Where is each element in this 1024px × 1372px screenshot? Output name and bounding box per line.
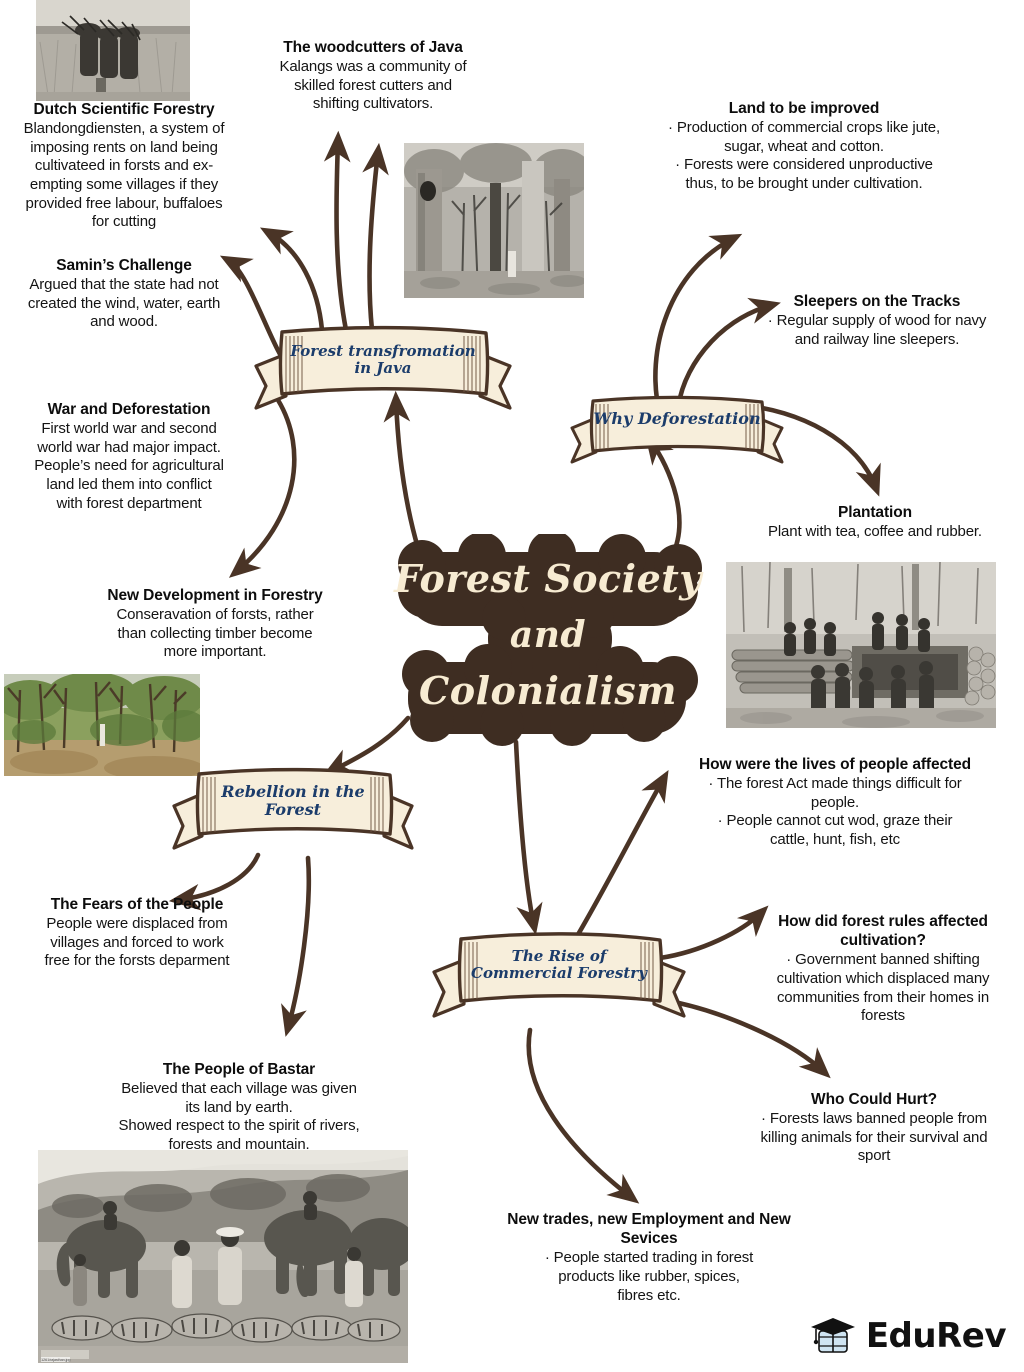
photo-tiger-hunt-elephants: 1261/rajasthan.jpg: [38, 1150, 408, 1363]
node-body: Believed that each village was given its…: [118, 1080, 360, 1153]
node-title: The People of Bastar: [162, 1061, 316, 1078]
node-plantation: Plantation Plant with tea, coffee and ru…: [740, 503, 1010, 542]
node-title: Dutch Scientific Forestry: [33, 101, 215, 118]
node-title: How were the lives of people affected: [699, 756, 971, 773]
node-new-trades-new-employment-and-new-sevices: New trades, new Employment and New Sevic…: [500, 1210, 798, 1305]
ribbon-shape: [254, 325, 512, 410]
node-title: Sleepers on the Tracks: [793, 293, 961, 310]
node-how-did-forest-rules-affected-cultivation: How did forest rules affected cultivatio…: [742, 912, 1024, 1026]
node-title: Plantation: [838, 504, 912, 521]
node-title: How did forest rules affected cultivatio…: [778, 913, 988, 950]
node-war-and-deforestation: War and Deforestation First world war an…: [0, 400, 258, 513]
node-body: People were displaced from villages and …: [44, 915, 230, 970]
logo-wordmark: EduRev: [865, 1316, 1007, 1356]
node-title: The woodcutters of Java: [283, 39, 463, 56]
photo-dry-deciduous-forest: [4, 674, 200, 776]
node-the-woodcutters-of-java: The woodcutters of Java Kalangs was a co…: [248, 38, 498, 114]
node-new-development-in-forestry: New Development in Forestry Conseravatio…: [70, 586, 360, 662]
title-blob-shape: [398, 534, 702, 746]
node-the-people-of-bastar: The People of Bastar Believed that each …: [84, 1060, 394, 1155]
photo-java-forest: [404, 143, 584, 298]
ribbon-shape: [172, 767, 414, 850]
graduation-cap-book-icon: [810, 1318, 855, 1353]
node-title: Samin’s Challenge: [56, 257, 192, 274]
photo-loggers-timber-train: [726, 562, 996, 728]
banner-the-rise-of-commercial-forestry[interactable]: The Rise of Commercial Forestry: [428, 930, 690, 1022]
page-title: Forest Society and Colonialism: [392, 534, 704, 746]
node-title: Who Could Hurt?: [811, 1091, 937, 1108]
banner-rebellion-in-the-forest[interactable]: Rebellion in the Forest: [168, 766, 418, 854]
edurev-logo[interactable]: EduRev: [810, 1314, 1007, 1358]
node-body: · The forest Act made things difficult f…: [708, 775, 962, 848]
node-body: First world war and second world war had…: [34, 420, 224, 512]
photo-source-caption: 1261/rajasthan.jpg: [41, 1357, 71, 1362]
node-title: Land to be improved: [728, 100, 880, 117]
node-body: Kalangs was a community of skilled fores…: [279, 58, 467, 113]
node-title: New Development in Forestry: [107, 587, 323, 604]
ribbon-shape: [570, 395, 784, 464]
banner-why-deforestation[interactable]: Why Deforestation: [566, 394, 788, 468]
node-how-were-the-lives-of-people-affected: How were the lives of people affected · …: [662, 755, 1008, 850]
node-body: · Forests laws banned people from killin…: [760, 1110, 988, 1165]
node-body: · Regular supply of wood for navy and ra…: [767, 312, 987, 348]
node-sleepers-on-the-tracks: Sleepers on the Tracks · Regular supply …: [734, 292, 1020, 349]
title-line-1: Forest Society: [394, 556, 702, 601]
title-line-3: Colonialism: [418, 668, 678, 713]
node-samins-challenge: Samin’s Challenge Argued that the state …: [0, 256, 248, 332]
photo-woodcutters-field: [36, 0, 190, 101]
node-land-to-be-improved: Land to be improved · Production of comm…: [614, 99, 994, 194]
node-title: War and Deforestation: [47, 401, 211, 418]
node-who-could-hurt: Who Could Hurt? · Forests laws banned pe…: [730, 1090, 1018, 1166]
node-body: · Government banned shifting cultivation…: [776, 951, 990, 1025]
banner-forest-transformation-in-java[interactable]: Forest transfromation in Java: [248, 324, 518, 414]
node-body: · People started trading in forest produ…: [544, 1249, 754, 1304]
node-title: The Fears of the People: [50, 896, 224, 913]
node-the-fears-of-the-people: The Fears of the People People were disp…: [12, 895, 262, 971]
node-body: Plant with tea, coffee and rubber.: [768, 523, 982, 541]
node-title: New trades, new Employment and New Sevic…: [507, 1211, 791, 1248]
node-body: Argued that the state had not created th…: [27, 276, 221, 331]
node-body: · Production of commercial crops like ju…: [668, 119, 940, 192]
node-dutch-scientific-forestry: Dutch Scientific Forestry Blandongdienst…: [0, 100, 248, 232]
ribbon-shape: [432, 932, 686, 1018]
title-line-2: and: [509, 614, 587, 656]
node-body: Blandongdiensten, a system of imposing r…: [23, 120, 225, 231]
node-body: Conseravation of forsts, rather than col…: [116, 606, 314, 661]
